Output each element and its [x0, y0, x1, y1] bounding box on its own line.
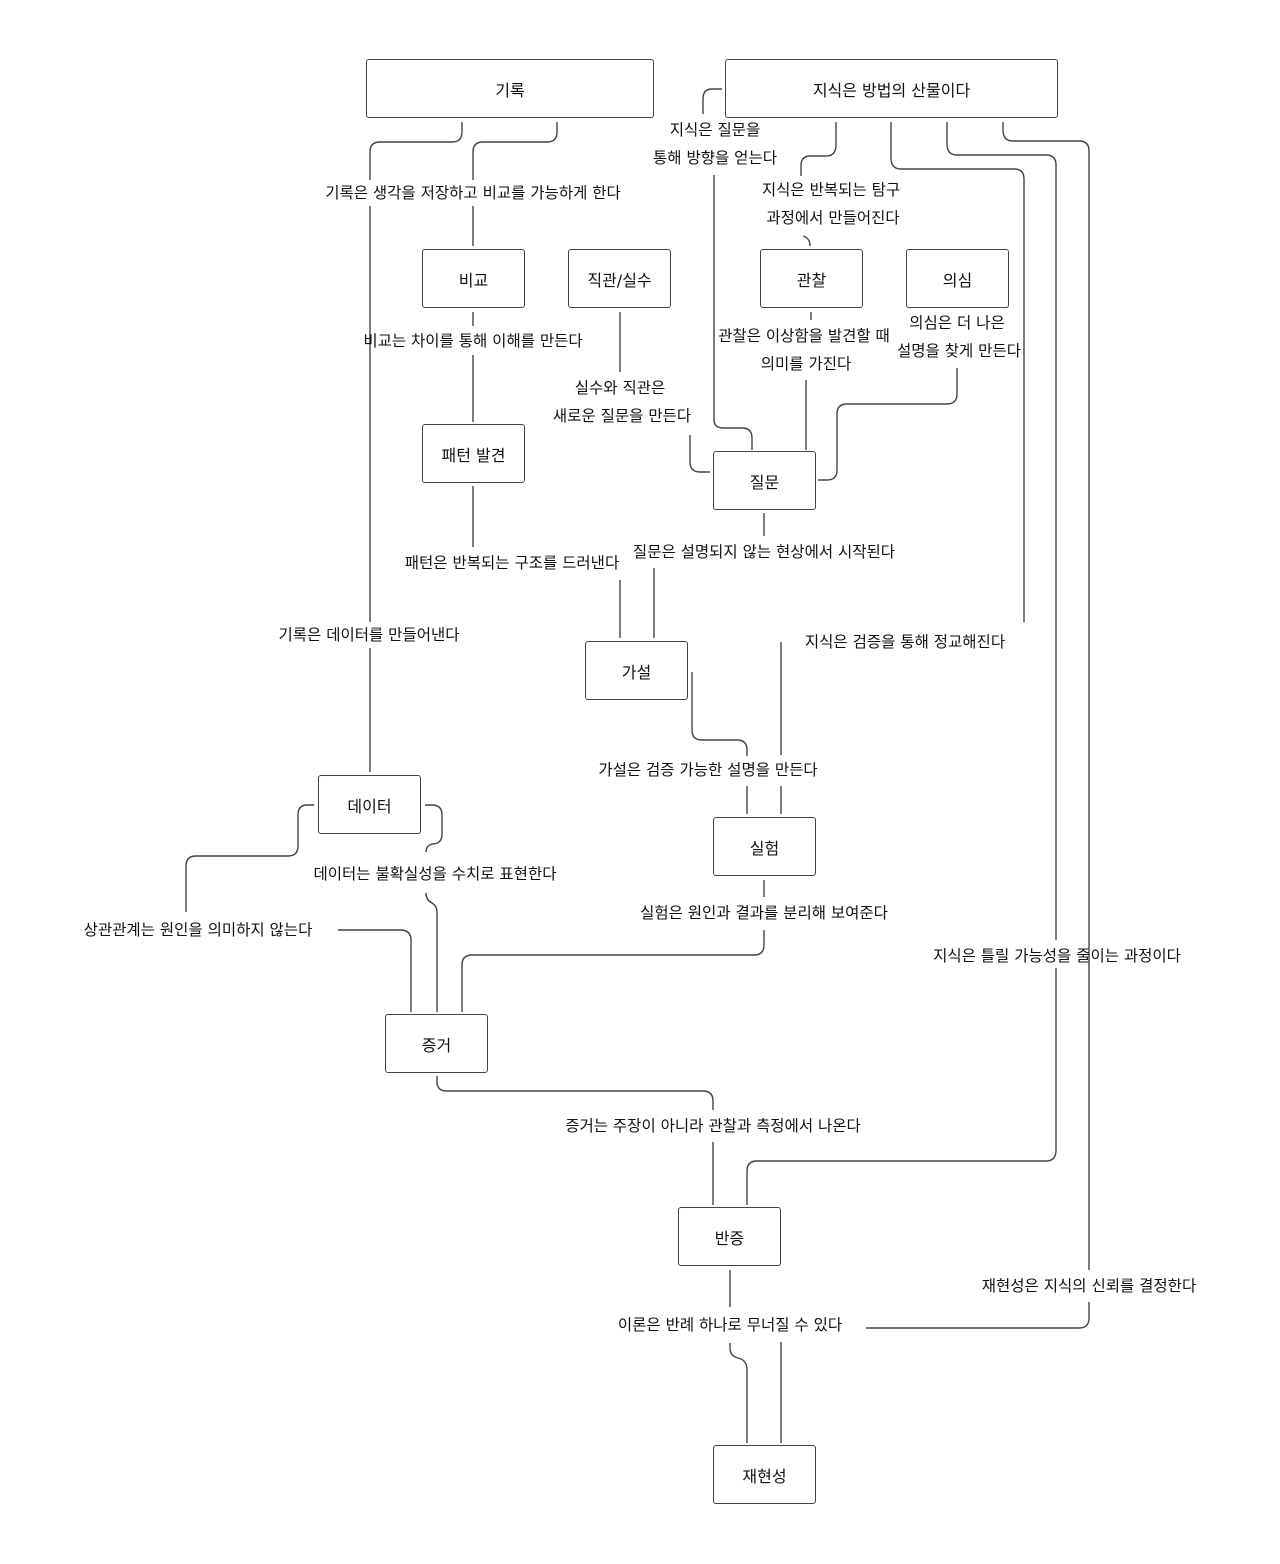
node-label: 데이터: [347, 796, 392, 816]
node-falsify[interactable]: 반증: [678, 1207, 781, 1266]
edge-evidence-falsify: [436, 1076, 714, 1205]
edge-hypothesis-experiment: [691, 672, 748, 814]
edge-pattern-hypothesis: [472, 486, 621, 638]
edge-label: 증거는 주장이 아니라 관찰과 측정에서 나온다: [565, 1117, 861, 1135]
edge-label: 패턴은 반복되는 구조를 드러낸다: [404, 554, 620, 572]
node-label: 증거: [421, 1035, 452, 1055]
edge-label: 관찰은 이상함을 발견할 때: [718, 327, 890, 345]
edge-intuition-question: [619, 312, 710, 473]
node-reproduce[interactable]: 재현성: [713, 1445, 816, 1504]
edge-label: 기록은 생각을 저장하고 비교를 가능하게 한다: [325, 184, 621, 202]
node-question[interactable]: 질문: [713, 451, 816, 510]
node-label: 직관/실수: [587, 270, 652, 290]
edge-knowledge-question: [702, 88, 753, 450]
node-experiment[interactable]: 실험: [713, 817, 816, 876]
edge-label: 비교는 차이를 통해 이해를 만든다: [363, 332, 583, 350]
node-label: 가설: [621, 662, 652, 682]
edge-label: 통해 방향을 얻는다: [653, 149, 777, 167]
node-label: 기록: [495, 80, 525, 100]
node-pattern[interactable]: 패턴 발견: [422, 424, 525, 483]
edge-label: 이론은 반례 하나로 무너질 수 있다: [617, 1316, 843, 1334]
edge-label: 의심은 더 나은: [909, 314, 1005, 332]
edge-knowledge-observe: [800, 122, 837, 247]
node-label: 재현성: [742, 1466, 787, 1486]
edge-experiment-evidence: [461, 880, 765, 1012]
edge-doubt-question: [818, 368, 958, 481]
edge-label: 실수와 직관은: [574, 379, 666, 397]
edge-data-evidence: [425, 804, 443, 1012]
edge-label: 설명을 찾게 만든다: [897, 342, 1021, 360]
edge-label: 지식은 질문을: [669, 121, 761, 139]
edge-label: 새로운 질문을 만든다: [552, 407, 692, 425]
node-compare[interactable]: 비교: [422, 249, 525, 308]
node-label: 관찰: [796, 270, 827, 290]
edge-label: 지식은 반복되는 탐구: [761, 181, 901, 199]
edge-knowledge-reproduce: [866, 122, 1090, 1329]
node-label: 반증: [714, 1228, 745, 1248]
node-observe[interactable]: 관찰: [760, 249, 863, 308]
edge-label: 재현성은 지식의 신뢰를 결정한다: [981, 1277, 1197, 1295]
node-label: 실험: [749, 838, 780, 858]
node-label: 비교: [458, 270, 489, 290]
edge-label: 상관관계는 원인을 의미하지 않는다: [83, 921, 313, 939]
node-label: 의심: [942, 270, 973, 290]
edge-falsify-reproduce: [729, 1270, 782, 1443]
edge-observe-question: [805, 312, 812, 450]
node-knowledge[interactable]: 지식은 방법의 산물이다: [725, 59, 1058, 118]
node-data[interactable]: 데이터: [318, 775, 421, 834]
edge-question-hypothesis: [653, 513, 765, 638]
node-intuition[interactable]: 직관/실수: [568, 249, 671, 308]
edge-label: 가설은 검증 가능한 설명을 만든다: [598, 761, 818, 779]
node-label: 질문: [749, 472, 780, 492]
edge-data-evidence-corr: [185, 804, 412, 1012]
edge-label: 데이터는 불확실성을 수치로 표현한다: [313, 865, 557, 883]
edge-label: 질문은 설명되지 않는 현상에서 시작된다: [632, 543, 896, 561]
edge-label: 지식은 틀릴 가능성을 줄이는 과정이다: [933, 947, 1181, 965]
edge-record-compare: [472, 122, 558, 246]
node-hypothesis[interactable]: 가설: [585, 641, 688, 700]
edge-label: 의미를 가진다: [760, 355, 852, 373]
node-record[interactable]: 기록: [366, 59, 654, 118]
edge-label: 지식은 검증을 통해 정교해진다: [804, 633, 1006, 651]
edge-label: 실험은 원인과 결과를 분리해 보여준다: [640, 904, 888, 922]
edge-record-data: [369, 122, 463, 772]
node-evidence[interactable]: 증거: [385, 1014, 488, 1073]
edge-label: 과정에서 만들어진다: [766, 209, 900, 227]
edge-knowledge-experiment: [890, 122, 1025, 622]
edge-knowledge-falsify: [746, 122, 1057, 1205]
node-label: 패턴 발견: [441, 445, 506, 465]
node-doubt[interactable]: 의심: [906, 249, 1009, 308]
edge-label: 기록은 데이터를 만들어낸다: [278, 626, 460, 644]
node-label: 지식은 방법의 산물이다: [812, 80, 971, 100]
